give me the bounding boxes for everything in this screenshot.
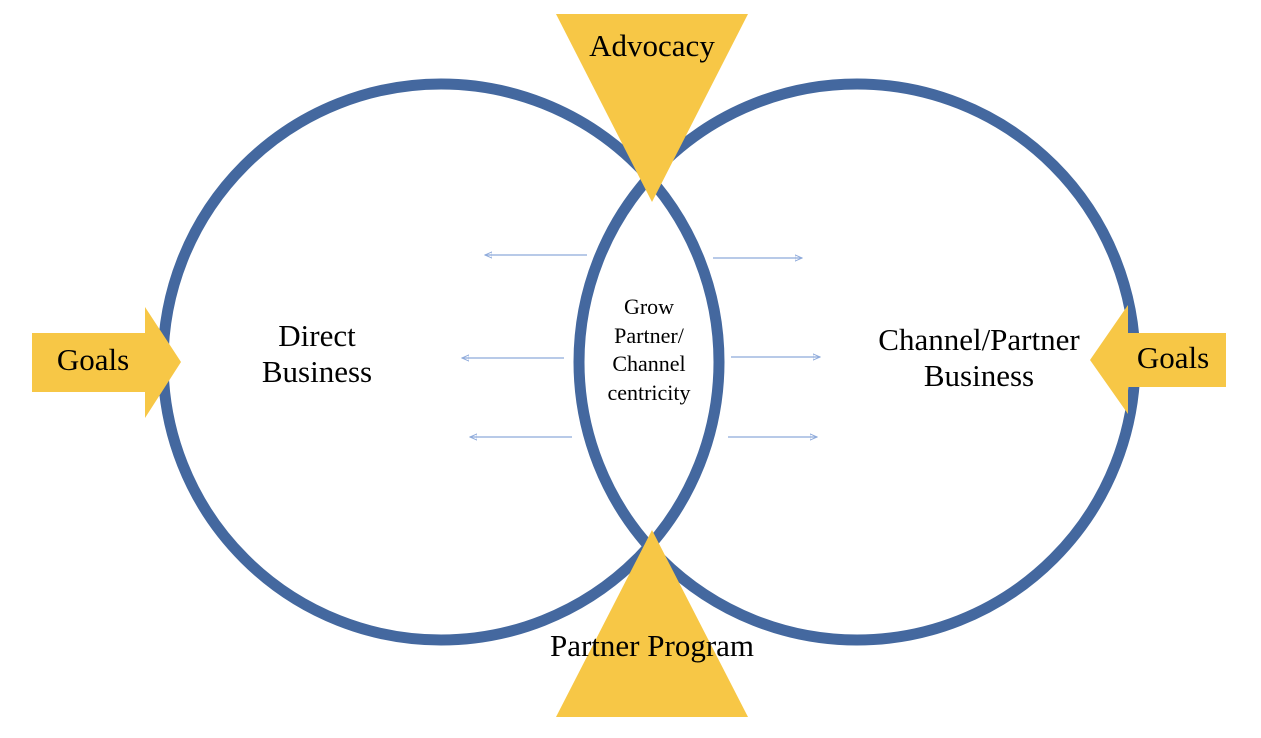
- left-goals-arrow: [32, 307, 181, 418]
- advocacy-label: Advocacy: [552, 28, 752, 64]
- right-circle-label-line: Business: [923, 357, 1035, 393]
- left-goals-text: Goals: [56, 342, 130, 377]
- left-goals-label: Goals: [38, 342, 148, 378]
- overlap-label-line: Partner/: [614, 322, 684, 348]
- partner-program-triangle: [556, 530, 748, 717]
- overlap-label: Grow Partner/ Channel centricity: [577, 293, 721, 407]
- overlap-label-line: Grow: [623, 294, 675, 319]
- partner-program-text: Partner Program: [549, 628, 755, 663]
- right-goals-text: Goals: [1136, 340, 1210, 375]
- right-goals-label: Goals: [1118, 340, 1228, 376]
- right-circle-label: Channel/Partner Business: [848, 322, 1110, 393]
- overlap-label-line: Channel: [612, 351, 686, 377]
- partner-program-label: Partner Program: [522, 628, 782, 664]
- right-goals-arrow: [1090, 305, 1226, 414]
- advocacy-triangle: [556, 14, 748, 202]
- advocacy-text: Advocacy: [589, 28, 715, 63]
- right-circle-label-line: Channel/Partner: [878, 322, 1080, 357]
- left-circle-label-line: Direct: [278, 318, 356, 353]
- left-circle-label-line: Business: [261, 353, 373, 389]
- overlap-label-line: centricity: [607, 379, 691, 405]
- left-circle-label: Direct Business: [217, 318, 417, 389]
